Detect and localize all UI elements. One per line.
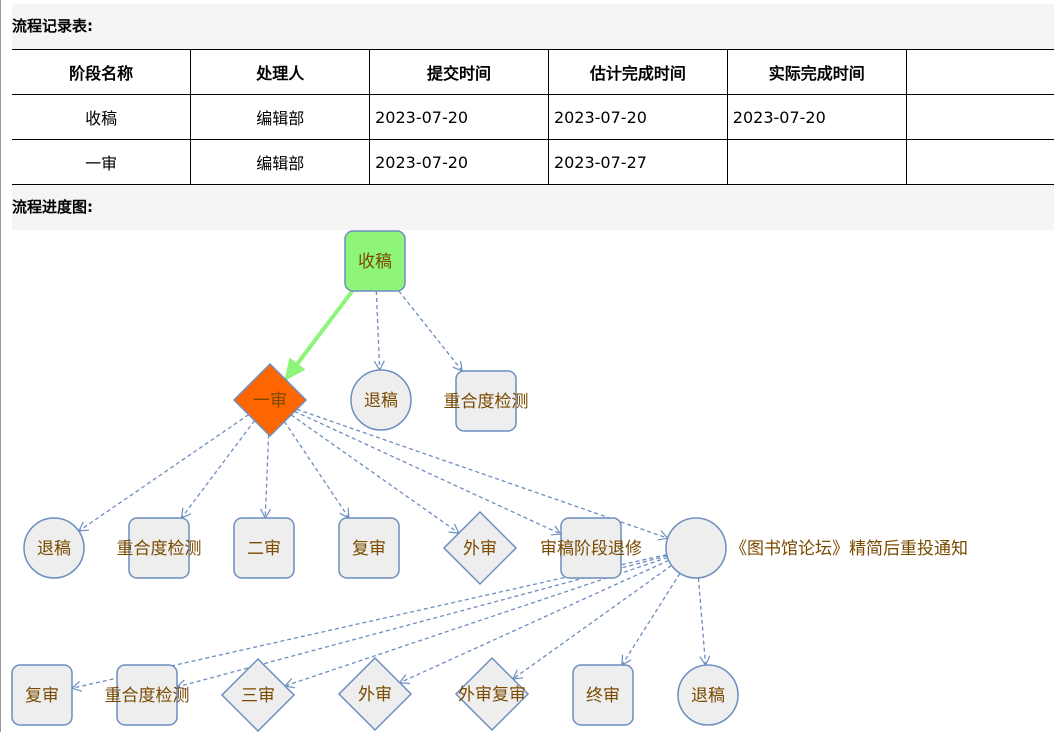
process-record-table: 阶段名称 处理人 提交时间 估计完成时间 实际完成时间 收稿 编辑部 2023-… <box>12 49 1054 185</box>
cell-actual-time <box>726 139 907 185</box>
cell-stage: 一审 <box>85 154 118 173</box>
node-rect-shape <box>233 517 295 579</box>
edge-n1-n8 <box>290 414 460 534</box>
header-handler: 处理人 <box>190 49 370 95</box>
node-rect-shape <box>455 370 517 432</box>
node-rect-shape <box>338 517 400 579</box>
flow-node[interactable]: 三审 <box>220 657 296 732</box>
flow-node[interactable]: 收稿 <box>344 230 406 292</box>
edge-n10-n13 <box>283 556 668 689</box>
node-circle-shape <box>23 517 85 579</box>
node-rect-shape <box>560 517 622 579</box>
flow-node[interactable]: 复审 <box>11 664 73 726</box>
edge-n0-n2 <box>373 290 385 372</box>
cell-estimated-time: 2023-07-20 <box>547 94 728 140</box>
node-label: 终审 <box>586 686 620 706</box>
edge-n1-n9 <box>294 410 563 536</box>
flow-node[interactable]: 外审 <box>337 656 413 732</box>
flow-node[interactable]: 《图书馆论坛》精简后重投通知 <box>665 517 968 579</box>
node-label: 重合度检测 <box>444 392 529 412</box>
node-diamond-shape <box>337 656 413 732</box>
chart-section-title: 流程进度图: <box>12 185 1054 230</box>
cell-handler: 编辑部 <box>190 94 370 140</box>
node-label: 退稿 <box>364 391 398 411</box>
node-diamond-shape <box>454 656 530 732</box>
edge-n10-n15 <box>511 564 672 680</box>
node-label: 《图书馆论坛》精简后重投通知 <box>730 539 968 559</box>
flow-node[interactable]: 退稿 <box>350 369 412 431</box>
node-rect-shape <box>572 664 634 726</box>
node-diamond-shape <box>232 362 308 438</box>
cell-handler: 编辑部 <box>190 139 370 185</box>
node-circle-shape <box>677 664 739 726</box>
node-label: 三审 <box>241 686 275 706</box>
node-label: 退稿 <box>37 539 71 559</box>
node-label: 一审 <box>253 391 287 411</box>
node-label: 收稿 <box>358 252 392 272</box>
header-extra <box>905 49 1054 95</box>
cell-estimated-time: 2023-07-27 <box>547 139 728 185</box>
header-stage: 阶段名称 <box>69 64 134 83</box>
node-rect-shape <box>344 230 406 292</box>
edge-n1-n4 <box>77 414 250 532</box>
cell-submit-time: 2023-07-20 <box>369 139 549 185</box>
edge-n10-n16 <box>621 573 681 667</box>
record-section-title: 流程记录表: <box>12 4 1054 49</box>
node-label: 重合度检测 <box>105 686 190 706</box>
node-label: 复审 <box>25 686 59 706</box>
cell-actual-time: 2023-07-20 <box>726 94 907 140</box>
node-diamond-shape <box>442 510 518 586</box>
flow-node[interactable]: 重合度检测 <box>105 664 190 726</box>
node-label: 复审 <box>352 539 386 559</box>
flow-node[interactable]: 一审 <box>232 362 308 438</box>
node-label: 二审 <box>247 539 281 559</box>
edge-n10-n17 <box>697 577 711 667</box>
flow-node[interactable]: 退稿 <box>677 664 739 726</box>
node-label: 重合度检测 <box>117 539 202 559</box>
edge-n10-n14 <box>398 559 669 685</box>
table-row: 一审 编辑部 2023-07-20 2023-07-27 <box>12 139 1054 185</box>
flow-node[interactable]: 外审 <box>442 510 518 586</box>
cell-extra <box>905 139 1054 185</box>
flow-node[interactable]: 外审复审 <box>454 656 530 732</box>
node-circle-shape <box>665 517 727 579</box>
flow-node[interactable]: 终审 <box>572 664 634 726</box>
flow-node[interactable]: 复审 <box>338 517 400 579</box>
edge-n1-n6 <box>260 434 272 520</box>
node-diamond-shape <box>220 657 296 732</box>
node-label: 外审 <box>358 685 392 705</box>
node-rect-shape <box>11 664 73 726</box>
edge-n1-n5 <box>180 420 256 519</box>
header-actual-time: 实际完成时间 <box>726 49 907 95</box>
node-label: 审稿阶段退修 <box>540 539 642 559</box>
node-circle-shape <box>350 369 412 431</box>
node-label: 外审 <box>463 539 497 559</box>
table-header-row: 阶段名称 处理人 提交时间 估计完成时间 实际完成时间 <box>12 49 1054 95</box>
flow-node[interactable]: 重合度检测 <box>117 517 202 579</box>
edge-n1-n10 <box>296 408 669 541</box>
flow-node[interactable]: 重合度检测 <box>444 370 529 432</box>
node-rect-shape <box>128 517 190 579</box>
header-submit-time: 提交时间 <box>369 49 549 95</box>
edge-n1-n7 <box>283 421 350 520</box>
node-label: 退稿 <box>691 686 725 706</box>
flow-node[interactable]: 退稿 <box>23 517 85 579</box>
cell-extra <box>905 94 1054 140</box>
edge-n0-n1 <box>283 289 354 382</box>
table-row: 收稿 编辑部 2023-07-20 2023-07-20 2023-07-20 <box>12 94 1054 140</box>
edge-n0-n3 <box>398 290 463 372</box>
cell-submit-time: 2023-07-20 <box>369 94 549 140</box>
flow-node[interactable]: 审稿阶段退修 <box>540 517 642 579</box>
header-estimated-time: 估计完成时间 <box>547 49 728 95</box>
flow-node[interactable]: 二审 <box>233 517 295 579</box>
cell-stage: 收稿 <box>85 109 118 128</box>
node-rect-shape <box>116 664 178 726</box>
node-label: 外审复审 <box>458 685 526 705</box>
